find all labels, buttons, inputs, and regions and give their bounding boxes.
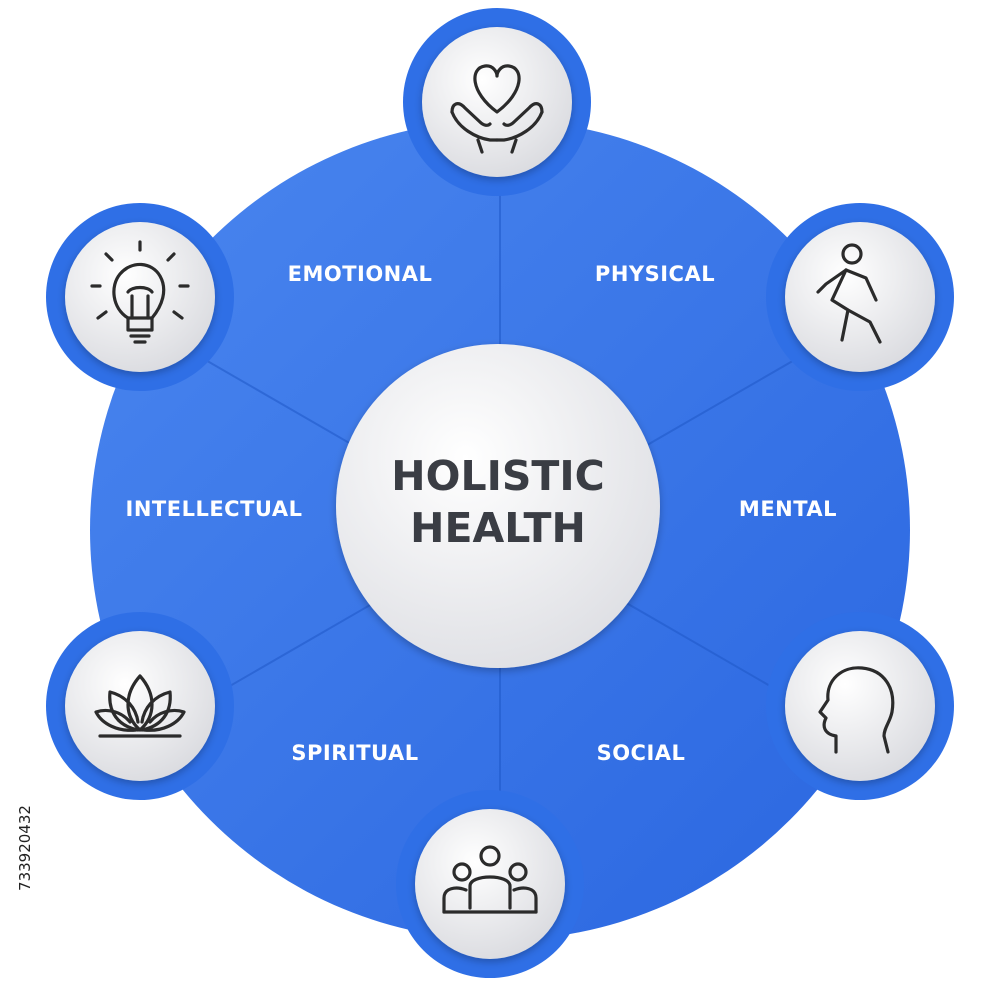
icon-badge-lower-right [766, 612, 954, 800]
segment-label-emotional: EMOTIONAL [288, 262, 433, 286]
center-circle [336, 344, 660, 668]
segment-label-spiritual: SPIRITUAL [291, 741, 418, 765]
segment-label-social: SOCIAL [597, 741, 686, 765]
title-line-2: HEALTH [410, 504, 586, 552]
head-profile-icon [818, 666, 895, 754]
icon-badge-upper-right [766, 203, 954, 391]
lotus-icon [94, 674, 186, 738]
segment-label-intellectual: INTELLECTUAL [126, 497, 303, 521]
idea-bulb-icon [90, 240, 190, 344]
walking-person-icon [816, 243, 882, 344]
title-line-1: HOLISTIC [391, 452, 604, 500]
segment-label-physical: PHYSICAL [595, 262, 715, 286]
heart-in-hands-icon [450, 64, 544, 154]
icon-badge-lower-left [46, 612, 234, 800]
group-of-people-icon [442, 845, 538, 914]
icon-badge-upper-left [46, 203, 234, 391]
icon-badge-top [403, 8, 591, 196]
segment-label-mental: MENTAL [739, 497, 837, 521]
icon-badge-bottom [396, 790, 584, 978]
stock-id: 733920432 [16, 805, 34, 891]
